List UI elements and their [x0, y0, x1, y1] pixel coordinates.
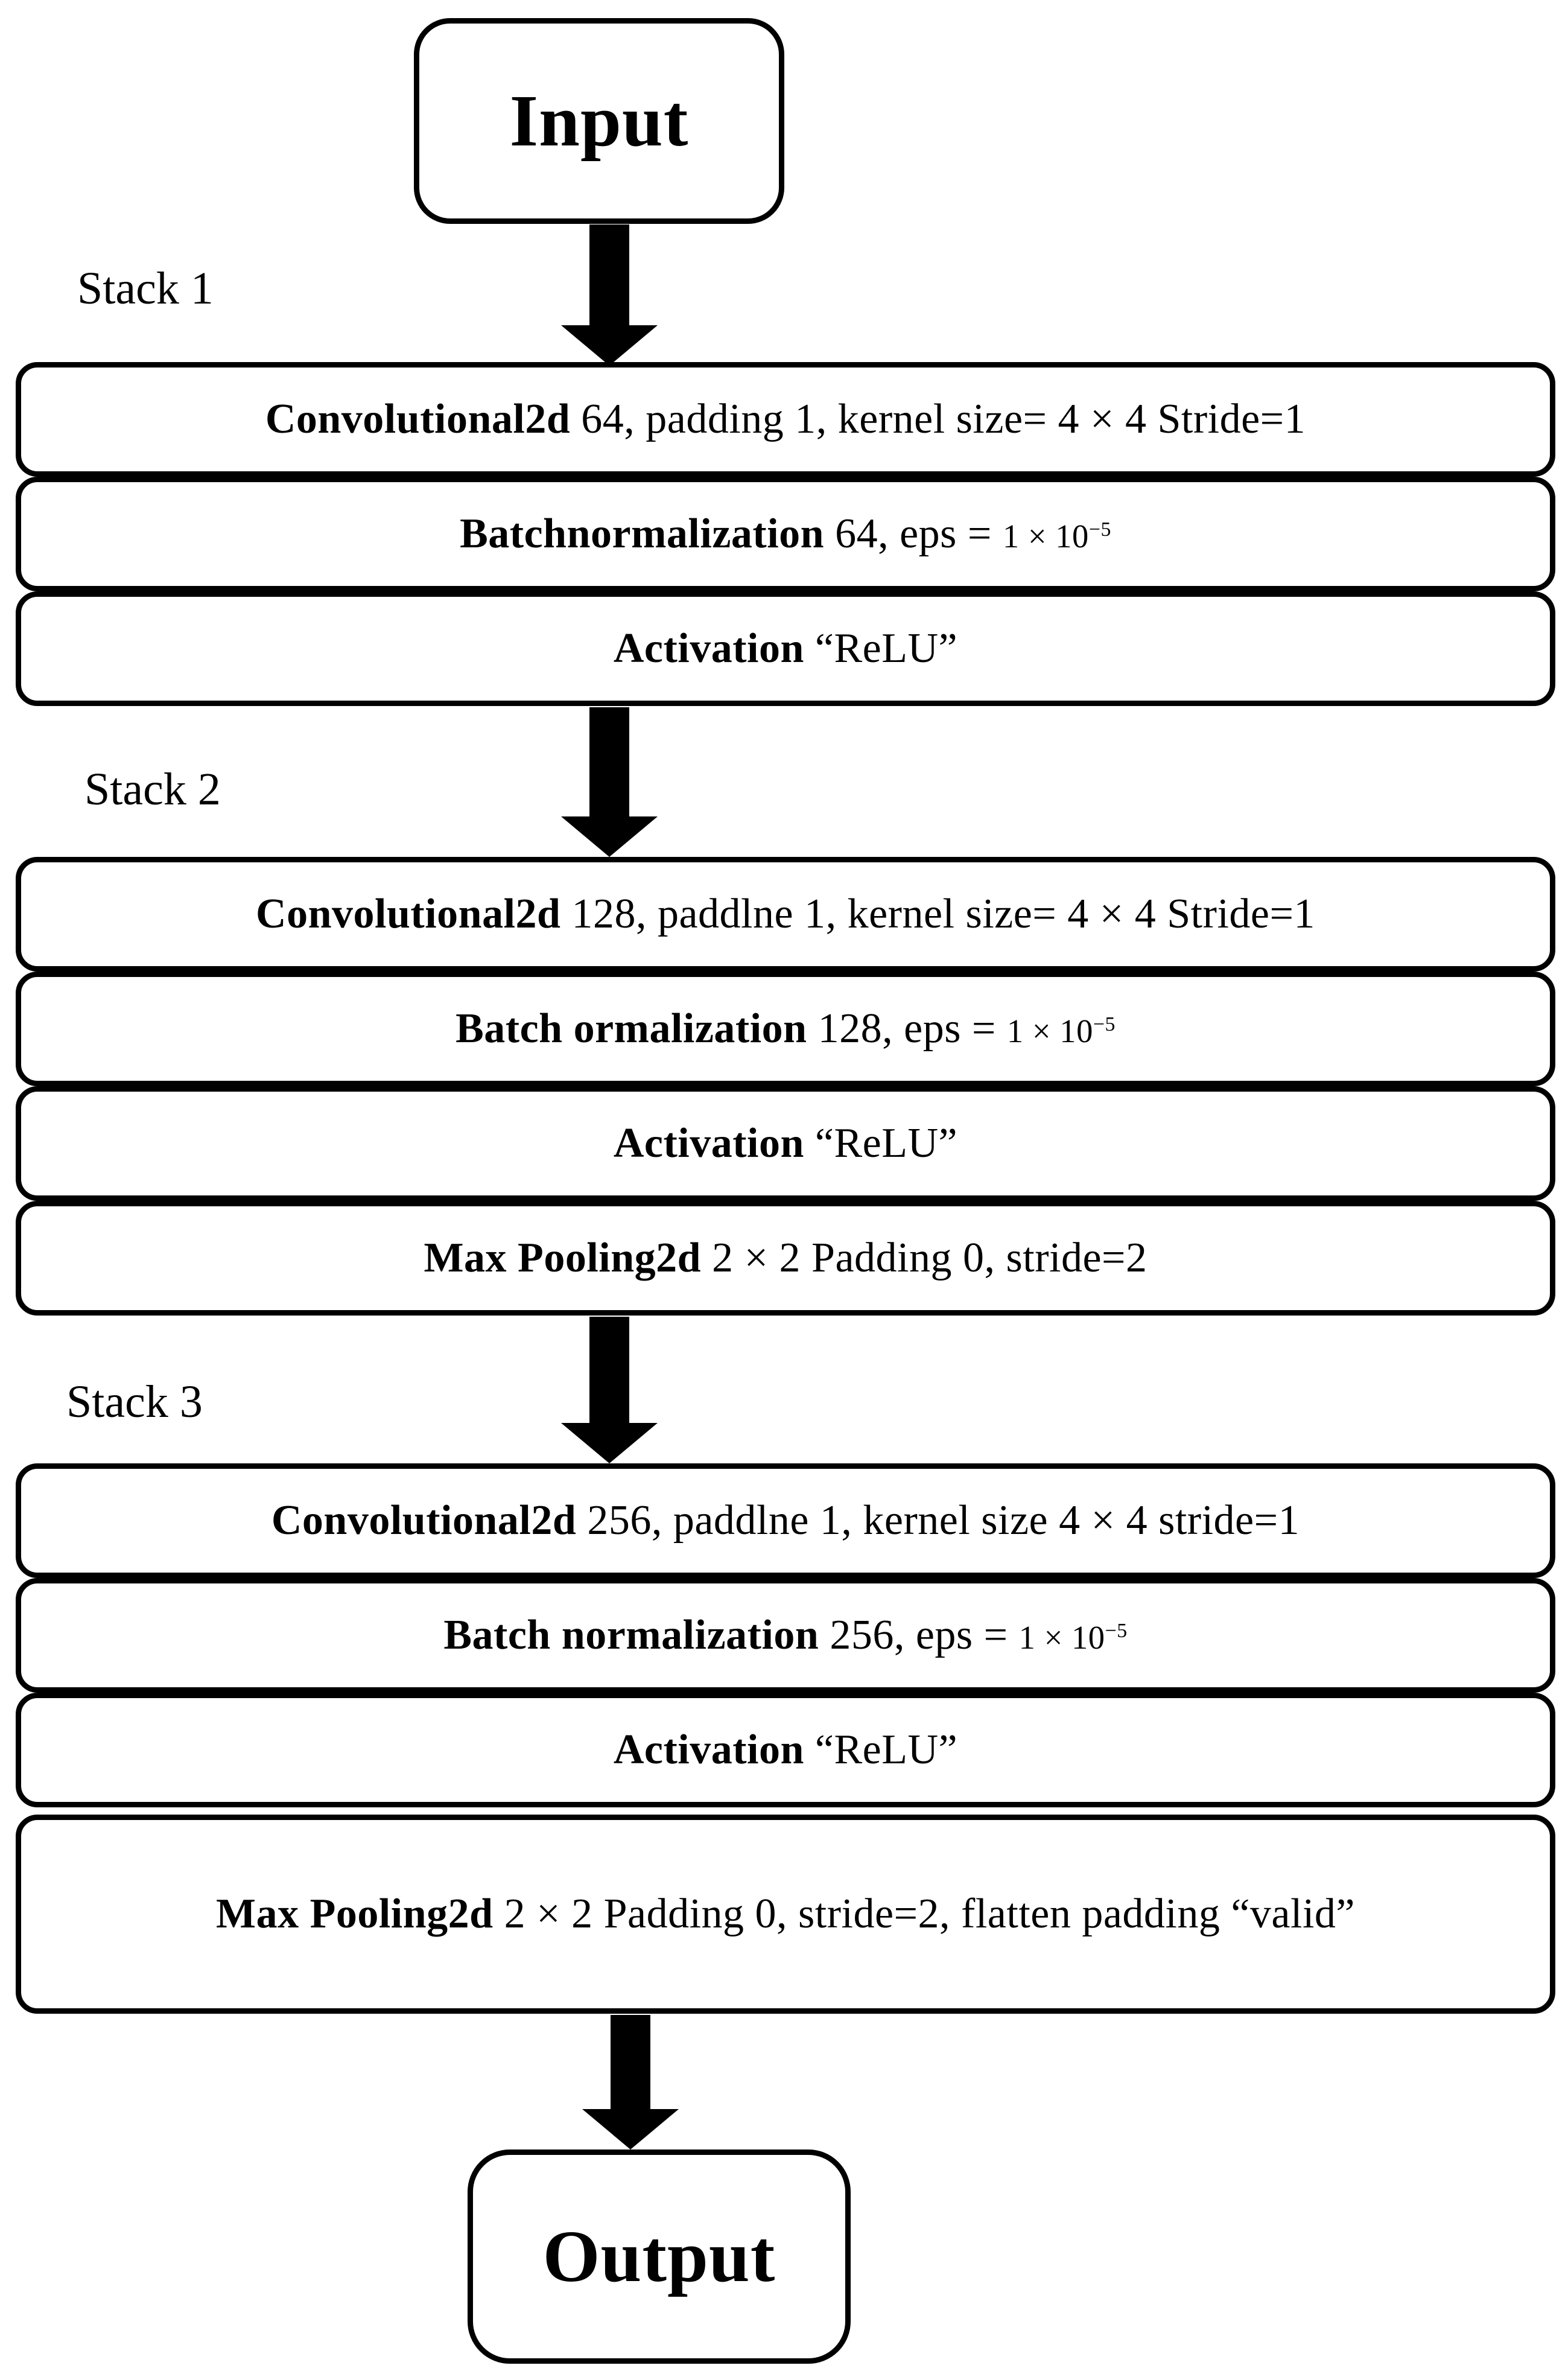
arrow-shaft: [589, 707, 629, 816]
layer-text: Activation “ReLU”: [613, 1120, 958, 1166]
layer-text: Convolutional2d 128, paddlne 1, kernel s…: [256, 891, 1315, 937]
input-label: Input: [509, 80, 689, 162]
layer-box-stack1-activation: Activation “ReLU”: [16, 591, 1555, 706]
arrow-head: [582, 2109, 679, 2149]
layer-box-stack3-maxpool-flatten: Max Pooling2d 2 × 2 Padding 0, stride=2,…: [16, 1815, 1555, 2014]
arrow-shaft: [589, 1317, 629, 1423]
arrow-shaft: [611, 2015, 650, 2109]
layer-text: Batch normalization 256, eps = 1 × 10−5: [443, 1612, 1128, 1658]
stack-1-label: Stack 1: [77, 263, 214, 314]
output-label: Output: [542, 2215, 776, 2297]
layer-text: Max Pooling2d 2 × 2 Padding 0, stride=2,…: [216, 1891, 1355, 1937]
layer-text: Activation “ReLU”: [613, 625, 958, 672]
output-node: Output: [468, 2149, 851, 2364]
arrow-shaft: [589, 224, 629, 325]
layer-box-stack2-activation: Activation “ReLU”: [16, 1086, 1555, 1201]
layer-box-stack3-activation: Activation “ReLU”: [16, 1693, 1555, 1807]
layer-text: Convolutional2d 256, paddlne 1, kernel s…: [271, 1497, 1300, 1544]
layer-text: Convolutional2d 64, padding 1, kernel si…: [265, 396, 1306, 442]
arrow-down-icon: [561, 224, 658, 366]
arrow-down-icon: [561, 1317, 658, 1463]
stack-3-label: Stack 3: [66, 1376, 203, 1427]
arrow-head: [561, 816, 658, 857]
layer-box-stack1-conv: Convolutional2d 64, padding 1, kernel si…: [16, 362, 1555, 477]
arrow-head: [561, 325, 658, 366]
layer-box-stack3-batchnorm: Batch normalization 256, eps = 1 × 10−5: [16, 1578, 1555, 1693]
layer-box-stack3-conv: Convolutional2d 256, paddlne 1, kernel s…: [16, 1463, 1555, 1578]
layer-box-stack2-batchnorm: Batch ormalization 128, eps = 1 × 10−5: [16, 972, 1555, 1086]
layer-box-stack2-conv: Convolutional2d 128, paddlne 1, kernel s…: [16, 857, 1555, 972]
stack-2-label: Stack 2: [84, 764, 221, 815]
arrow-head: [561, 1423, 658, 1463]
input-node: Input: [414, 18, 784, 224]
layer-text: Batch ormalization 128, eps = 1 × 10−5: [455, 1005, 1116, 1052]
layer-text: Batchnormalization 64, eps = 1 × 10−5: [460, 511, 1111, 557]
layer-box-stack2-maxpool: Max Pooling2d 2 × 2 Padding 0, stride=2: [16, 1201, 1555, 1316]
layer-box-stack1-batchnorm: Batchnormalization 64, eps = 1 × 10−5: [16, 477, 1555, 591]
layer-text: Max Pooling2d 2 × 2 Padding 0, stride=2: [424, 1235, 1147, 1281]
arrow-down-icon: [582, 2015, 679, 2149]
layer-text: Activation “ReLU”: [613, 1726, 958, 1773]
arrow-down-icon: [561, 707, 658, 857]
